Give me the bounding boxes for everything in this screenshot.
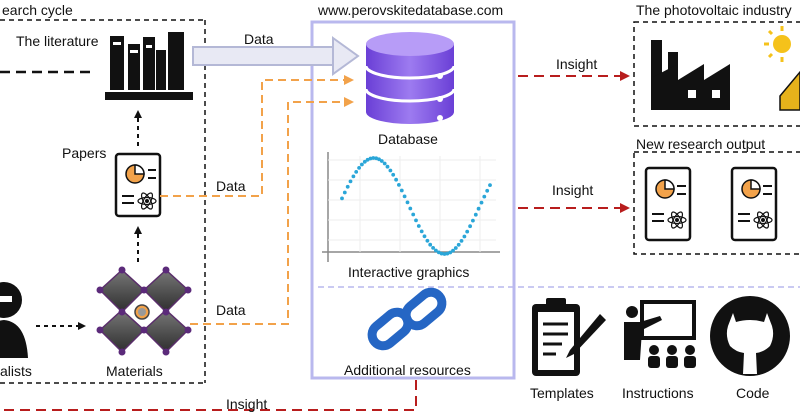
new-research-frame [633, 151, 800, 255]
graphic-dot [488, 183, 492, 188]
graphic-dot [402, 194, 407, 199]
sun-icon [764, 26, 791, 62]
chain-link-icon [367, 287, 447, 351]
graphic-dot [385, 164, 390, 169]
new-research-label: New research output [636, 136, 766, 152]
graphic-dot [399, 188, 404, 193]
research-cycle-frame [0, 19, 206, 384]
graphic-dot [397, 183, 401, 187]
interactive-graphics-label: Interactive graphics [348, 264, 470, 280]
data-flow-label-literature: Data [244, 31, 274, 47]
interactive-graphics-icon [322, 152, 500, 262]
graphic-dot [445, 251, 450, 256]
code-label: Code [736, 385, 770, 401]
graphic-dot [468, 224, 472, 229]
factory-icon [651, 40, 730, 110]
cycle-arrows [36, 110, 142, 330]
database-label: Database [378, 131, 438, 147]
literature-label: The literature [16, 33, 99, 49]
specialist-person-icon [0, 282, 28, 358]
graphic-dot [419, 229, 424, 234]
graphic-dot [368, 156, 373, 161]
industry-frame [633, 21, 800, 127]
paper-document-icon [114, 152, 162, 218]
graphic-dot [371, 156, 376, 160]
graphic-dot [428, 242, 433, 247]
research-paper-icon [730, 166, 778, 242]
data-arrows [160, 75, 354, 325]
graphic-dot [345, 184, 350, 189]
perovskite-materials-icon [96, 266, 192, 356]
graphic-dot [379, 159, 384, 163]
additional-resources-label: Additional resources [344, 362, 471, 378]
graphic-dot [476, 206, 481, 211]
graphic-dot [451, 248, 455, 253]
insight-label-research: Insight [552, 182, 594, 198]
graphic-dot [354, 170, 359, 174]
graphic-dot [453, 246, 458, 250]
code-github-icon [710, 296, 790, 376]
graphic-dot [365, 157, 370, 162]
graphic-dot [473, 212, 478, 217]
industry-label: The photovoltaic industry [636, 2, 792, 18]
templates-clipboard-icon [532, 298, 606, 376]
graphic-dot [342, 190, 347, 195]
templates-label: Templates [530, 385, 594, 401]
graphic-dot [357, 166, 361, 170]
literature-to-database-arrow [192, 36, 360, 76]
graphic-dot [382, 161, 387, 166]
instructions-teacher-icon [624, 300, 696, 368]
graphic-dot [405, 200, 410, 205]
insight-label-industry: Insight [556, 56, 598, 72]
solar-panel-icon [779, 70, 800, 111]
graphic-dot [422, 234, 427, 239]
graphic-dot [394, 177, 398, 182]
insight-arrows [0, 71, 630, 411]
data-flow-label-materials: Data [216, 302, 246, 318]
graphic-dot [482, 194, 487, 199]
graphic-dot [377, 157, 381, 162]
graphic-dot [348, 179, 353, 184]
graphic-dot [362, 159, 367, 164]
data-flow-label-papers: Data [216, 178, 246, 194]
graphic-dot [411, 212, 416, 217]
graphic-dot [416, 224, 421, 228]
graphic-dot [391, 172, 396, 177]
literature-icon [105, 32, 193, 100]
graphic-dot [448, 250, 453, 255]
graphic-dot [414, 218, 418, 223]
graphic-dot [479, 200, 484, 205]
research-cycle-title: earch cycle [2, 2, 73, 18]
graphic-dot [388, 168, 393, 173]
graphic-dot [456, 242, 461, 247]
materials-label: Materials [106, 363, 163, 379]
graphic-dot [431, 246, 435, 250]
papers-label: Papers [62, 145, 107, 161]
graphic-dot [462, 234, 467, 239]
graphic-dot [408, 206, 413, 211]
graphic-dot [459, 239, 464, 243]
database-icon [364, 32, 456, 124]
research-paper-icon [644, 166, 692, 242]
graphic-dot [442, 252, 447, 256]
graphic-dot [485, 188, 490, 193]
platform-frame [310, 20, 516, 380]
graphic-dot [465, 229, 470, 234]
graphic-dot [434, 248, 438, 253]
graphic-dot [351, 174, 356, 179]
insight-label-bottom: Insight [226, 396, 268, 412]
graphic-dot [360, 162, 364, 167]
specialists-label: alists [0, 363, 32, 379]
graphic-dot [340, 196, 344, 201]
platform-url[interactable]: www.perovskitedatabase.com [318, 2, 504, 18]
graphic-dot [439, 251, 444, 256]
graphic-dot [425, 238, 430, 243]
instructions-label: Instructions [622, 385, 694, 401]
graphic-dot [471, 218, 475, 223]
